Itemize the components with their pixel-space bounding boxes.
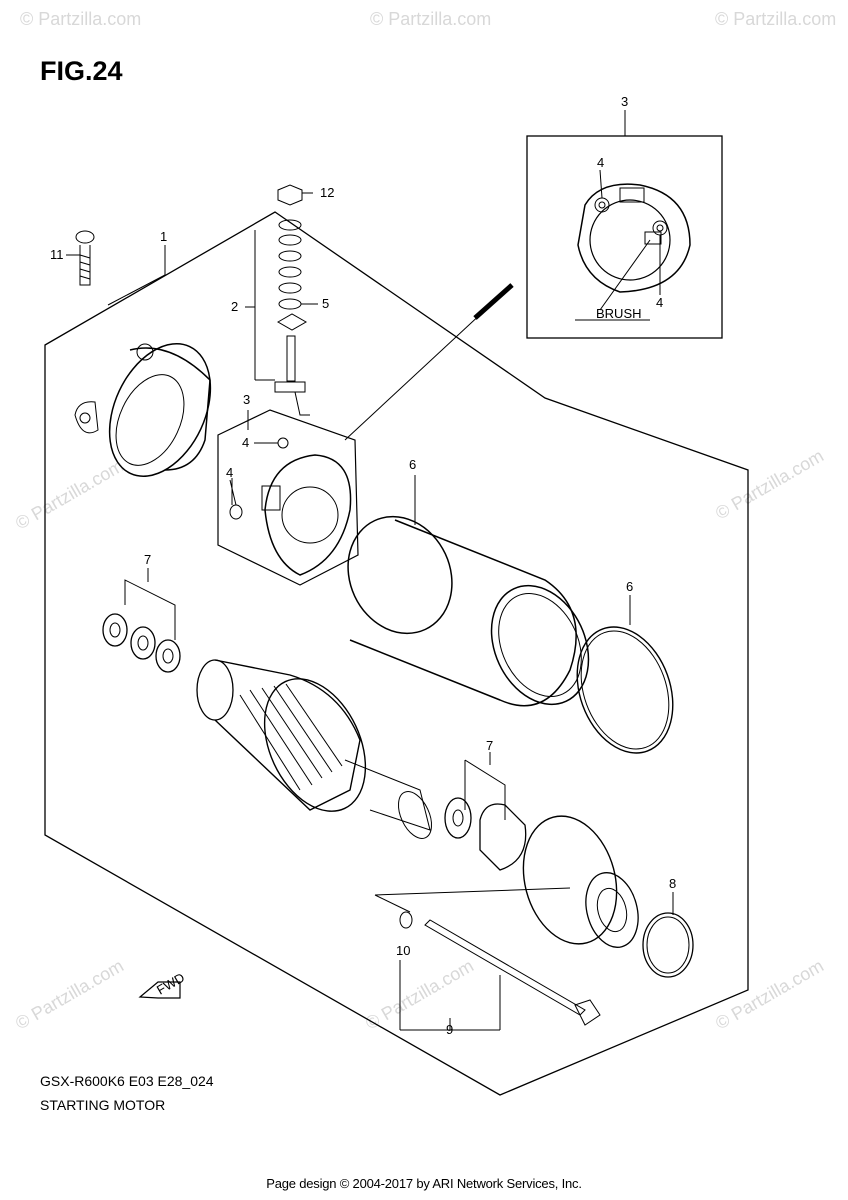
assembly-outline [44,211,749,1096]
callout-4: 4 [597,155,604,170]
callout-4: 4 [242,435,249,450]
diagram-caption: STARTING MOTOR [40,1097,166,1113]
callout-6: 6 [409,457,416,472]
inset-pointer-bold [473,283,514,320]
callout-4: 4 [656,295,663,310]
brush-holder-detail [575,169,691,321]
washers-left [102,579,181,673]
callout-5: 5 [322,296,329,311]
footer-credit: Page design © 2004-2017 by ARI Network S… [266,1176,582,1191]
watermark: © Partzilla.com [370,9,491,29]
through-bolt [399,919,601,1031]
watermark: © Partzilla.com [12,455,127,533]
brush-label: BRUSH [596,306,642,321]
yoke-housing [347,515,674,754]
fwd-label: FWD [154,970,187,998]
brush-holder-box [217,409,359,586]
callout-11: 11 [50,247,64,262]
callout-3: 3 [621,94,628,109]
bolt-11 [75,230,95,286]
callout-1: 1 [160,229,167,244]
callout-4: 4 [226,465,233,480]
watermark: © Partzilla.com [362,955,477,1033]
watermark: © Partzilla.com [712,445,827,523]
callout-8: 8 [669,876,676,891]
fwd-arrow: FWD [138,970,187,999]
callout-6: 6 [626,579,633,594]
callout-10: 10 [396,943,410,958]
watermark: © Partzilla.com [20,9,141,29]
watermark: © Partzilla.com [715,9,836,29]
watermark-layer: © Partzilla.com © Partzilla.com © Partzi… [12,9,836,1033]
callout-3: 3 [243,392,250,407]
front-parts [374,759,694,978]
watermark: © Partzilla.com [712,955,827,1033]
terminal-stack [254,184,310,416]
callout-7: 7 [486,738,493,753]
brush-holder-part [229,437,352,576]
model-code: GSX-R600K6 E03 E28_024 [40,1073,214,1089]
callout-7: 7 [144,552,151,567]
callout-9: 9 [446,1022,453,1037]
armature [196,659,433,839]
rear-cover [74,343,212,477]
watermark: © Partzilla.com [12,955,127,1033]
callout-12: 12 [320,185,334,200]
figure-title: FIG.24 [40,56,123,86]
leader-lines [66,192,674,1030]
callout-2: 2 [231,299,238,314]
